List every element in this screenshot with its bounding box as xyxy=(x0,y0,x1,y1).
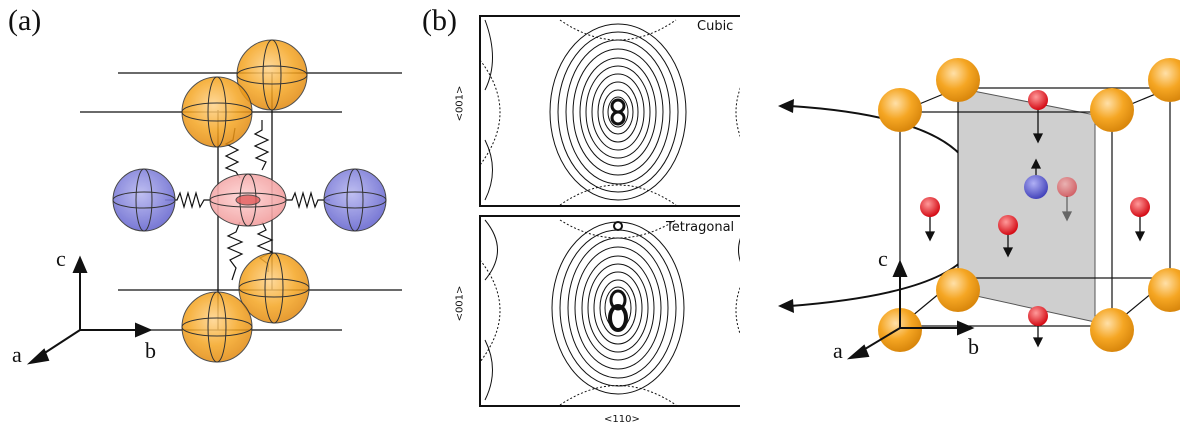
corner-atom-top-right xyxy=(236,39,308,111)
corner-atom-top-left xyxy=(181,76,253,148)
tetragonal-map xyxy=(479,215,740,407)
tetragonal-map-label: Tetragonal xyxy=(666,220,735,235)
panel-a-axis-a: a xyxy=(12,342,22,367)
corner-atom-bottom-right xyxy=(238,252,310,324)
corner-atom-bottom-left xyxy=(181,291,253,363)
cubic-map xyxy=(479,15,740,207)
side-atom-right xyxy=(323,168,387,232)
oxygen-atom xyxy=(998,215,1018,235)
panel-b-label: (b) xyxy=(422,4,457,37)
arrow-to-tetragonal xyxy=(789,257,966,307)
panel-a-axis-c: c xyxy=(56,246,66,271)
panel-c-axis-c: c xyxy=(878,246,888,271)
unit-cell xyxy=(846,58,1180,360)
corner-atoms xyxy=(878,58,1180,352)
cubic-map-label: Cubic xyxy=(697,19,734,34)
oxygen-atom xyxy=(1028,306,1048,326)
oxygen-atom xyxy=(1130,197,1150,217)
center-atom xyxy=(209,173,287,227)
panel-c-axis-a: a xyxy=(833,338,843,363)
panel-a-structure xyxy=(26,39,402,365)
center-b-atom xyxy=(1024,175,1048,199)
side-atom-left xyxy=(112,168,176,232)
panel-b-maps xyxy=(479,15,740,407)
panel-a-label: (a) xyxy=(8,4,42,37)
panel-c-axis-b: b xyxy=(968,334,979,359)
map-x-axis-label: <110> xyxy=(604,414,640,425)
oxygen-atom xyxy=(1028,90,1048,110)
oxygen-atom xyxy=(920,197,940,217)
tetragonal-y-axis-label: <001> xyxy=(454,285,466,322)
panel-a-axis-b: b xyxy=(145,338,156,363)
cubic-y-axis-label: <001> xyxy=(454,85,466,122)
oxygen-atom-displaced xyxy=(1057,177,1077,197)
